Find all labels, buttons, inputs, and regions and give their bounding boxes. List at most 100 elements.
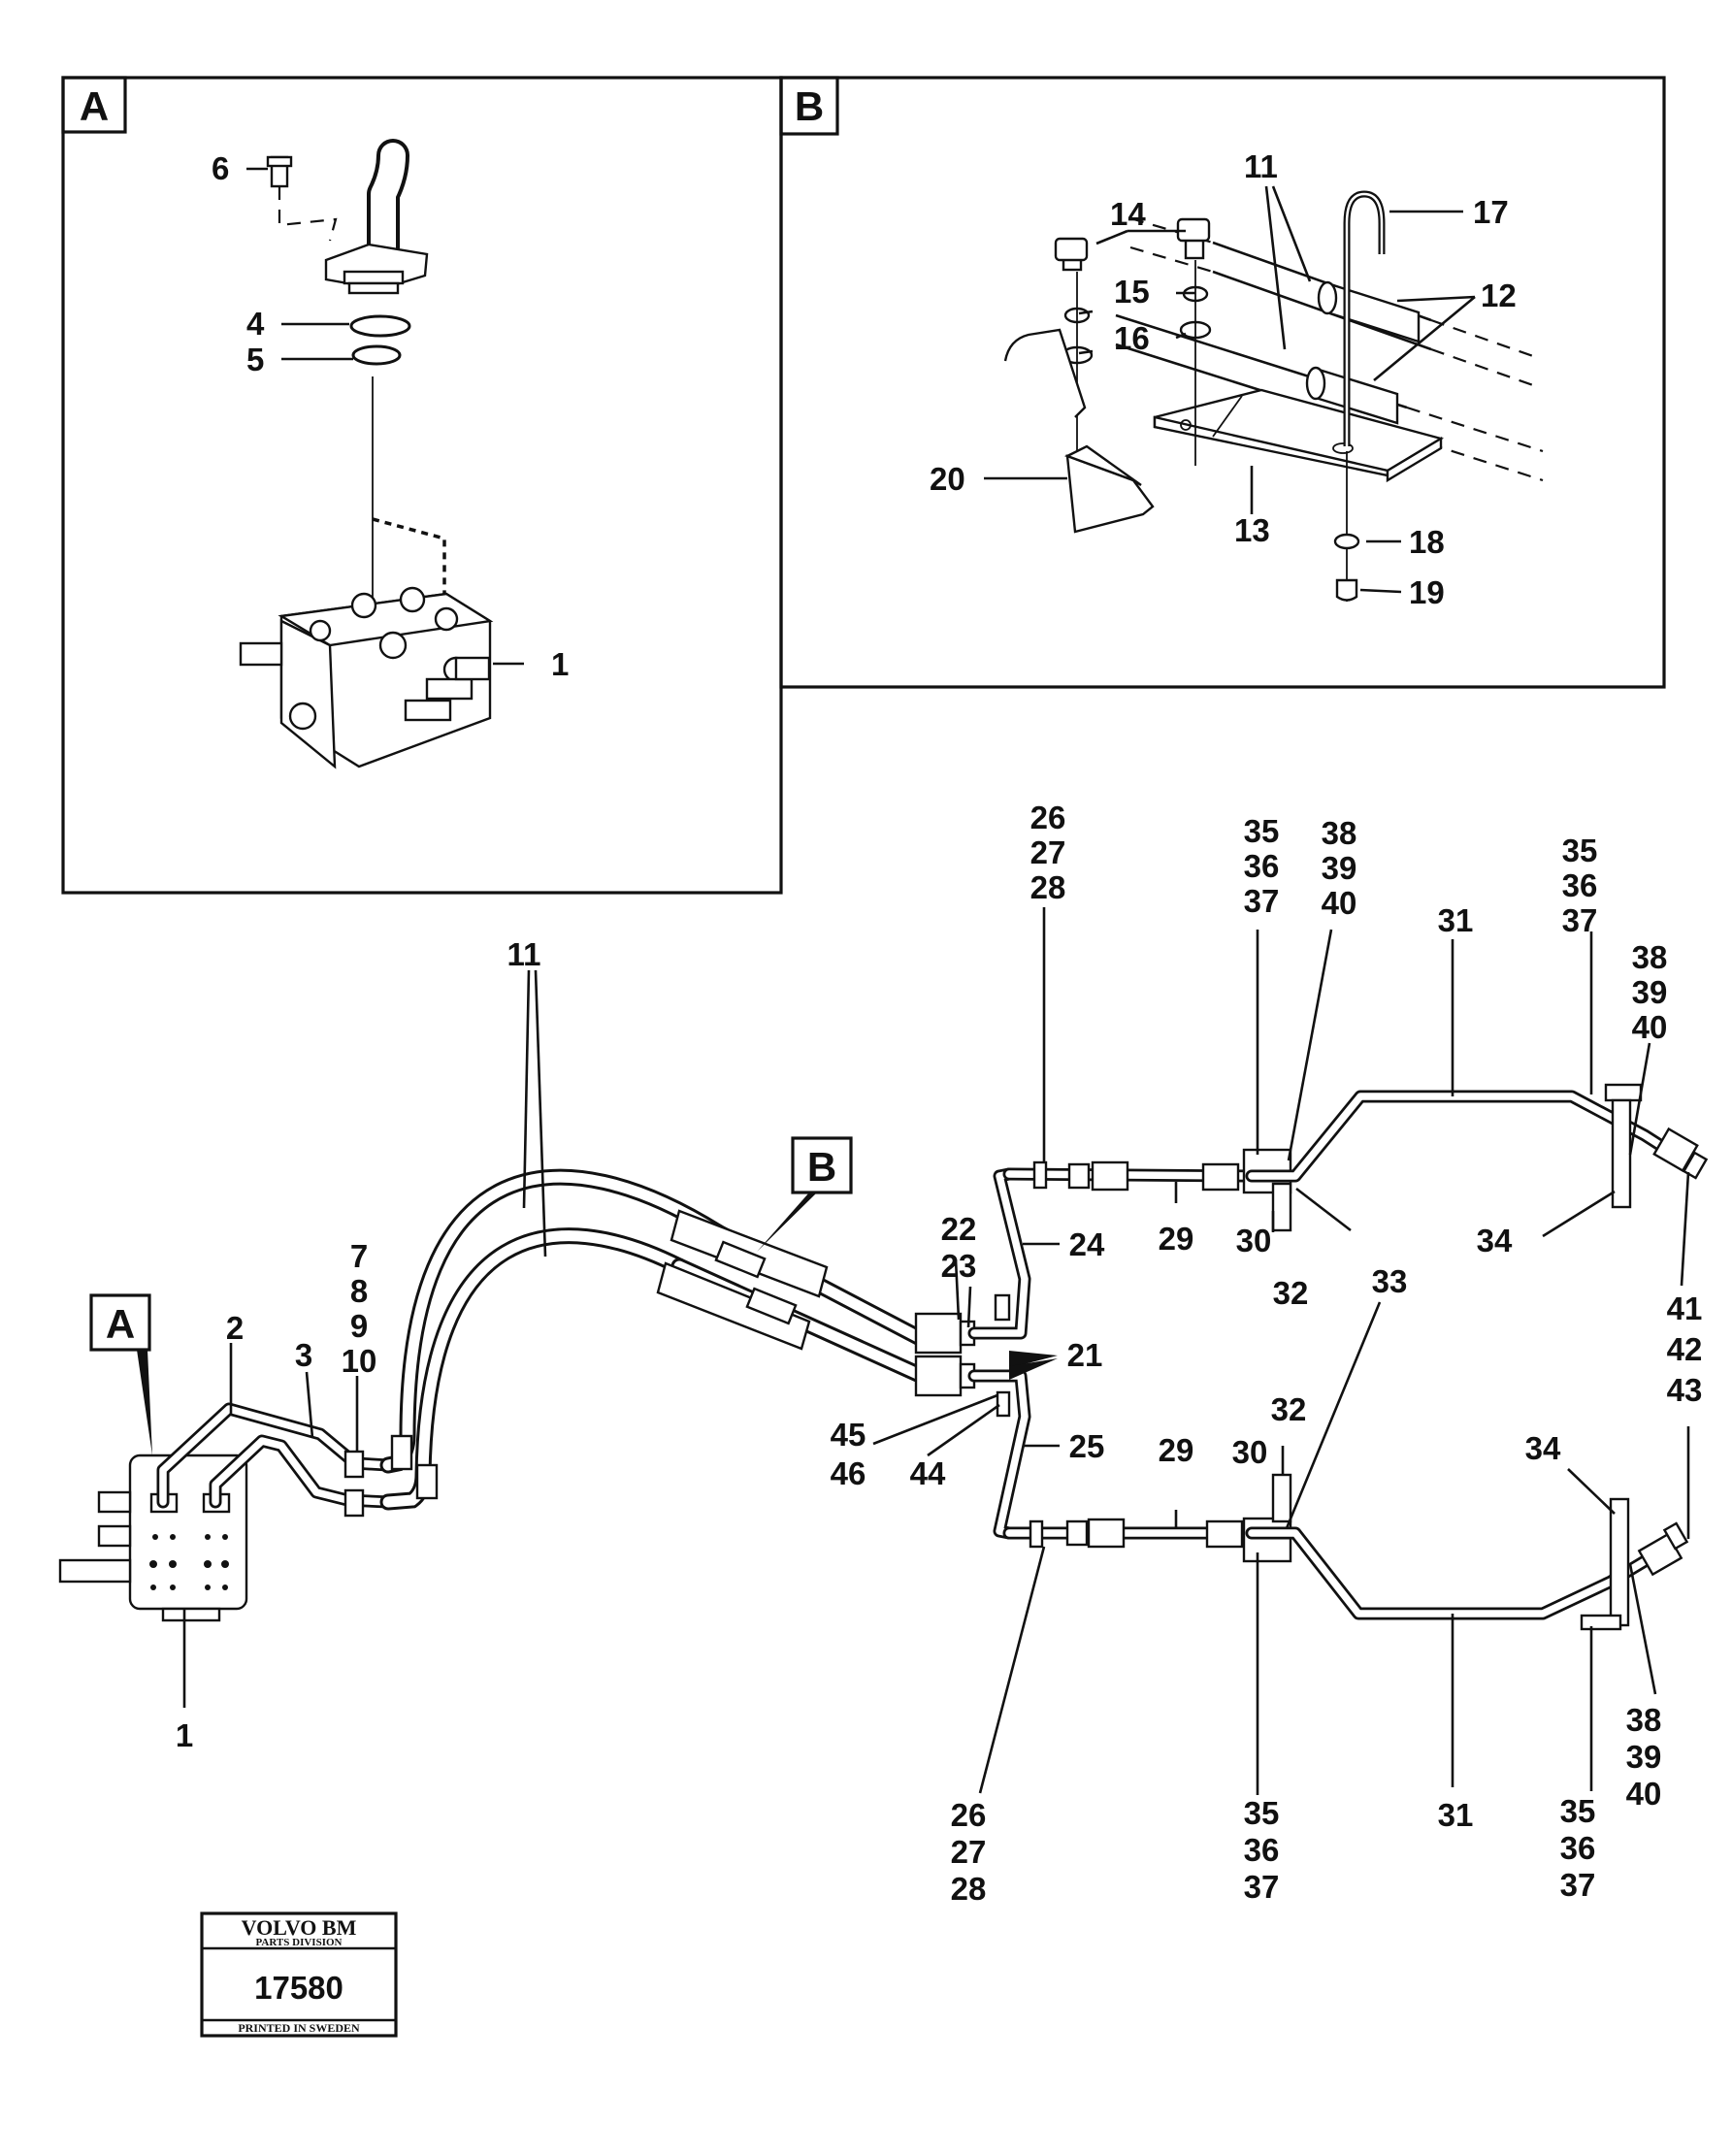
inset-b-frame (779, 76, 1666, 689)
label-37-c: 37 (1244, 1869, 1280, 1905)
label-39-a: 39 (1322, 850, 1357, 886)
label-24: 24 (1069, 1226, 1105, 1262)
label-33: 33 (1372, 1263, 1408, 1299)
label-45: 45 (831, 1417, 866, 1453)
stamp-printed: PRINTED IN SWEDEN (238, 2021, 360, 2035)
sleeve-icon (1305, 280, 1421, 425)
label-14: 14 (1110, 196, 1146, 232)
label-43: 43 (1667, 1372, 1703, 1408)
label-35-c: 35 (1244, 1795, 1280, 1831)
bolt-icon (266, 155, 293, 188)
hose-icon (379, 1168, 931, 1511)
parts-stamp: VOLVO BM PARTS DIVISION 17580 PRINTED IN… (200, 1911, 398, 2038)
bracket-icon (1003, 328, 1155, 534)
coupling-icon (1029, 1160, 1244, 1549)
bolt-icon (1054, 237, 1089, 272)
label-44: 44 (910, 1455, 946, 1491)
inset-b-letter: B (795, 83, 824, 129)
pipe-clamp-icon (1242, 1148, 1292, 1563)
label-35-d: 35 (1560, 1793, 1596, 1829)
o-ring-icon (351, 344, 402, 366)
label-36-a: 36 (1244, 848, 1280, 884)
label-40-a: 40 (1322, 885, 1357, 921)
label-35-a: 35 (1244, 813, 1280, 849)
bracket-plate-icon (1153, 388, 1445, 483)
label-12: 12 (1481, 278, 1517, 313)
label-7: 7 (350, 1238, 368, 1274)
label-10: 10 (342, 1343, 377, 1379)
label-40-c: 40 (1626, 1776, 1662, 1812)
label-15: 15 (1114, 274, 1150, 310)
label-1: 1 (551, 646, 569, 682)
label-21: 21 (1067, 1337, 1103, 1373)
inset-a: A (61, 76, 783, 895)
label-3: 3 (295, 1337, 312, 1373)
pipe-icon (1245, 1090, 1676, 1620)
label-9: 9 (350, 1308, 368, 1344)
label-17: 17 (1473, 194, 1509, 230)
label-27-bottom: 27 (951, 1834, 987, 1870)
callout-b-letter: B (807, 1144, 836, 1190)
nut-icon (1335, 578, 1358, 602)
arrow-21-lower (1009, 1358, 1058, 1380)
label-8: 8 (350, 1273, 368, 1309)
label-37-d: 37 (1560, 1867, 1596, 1903)
pipe-icon (156, 1402, 395, 1518)
label-36-c: 36 (1244, 1832, 1280, 1868)
label-26-top: 26 (1030, 800, 1066, 835)
u-bolt-icon (1343, 190, 1386, 446)
arrow-21-upper (1009, 1351, 1058, 1368)
label-36-b: 36 (1562, 867, 1598, 903)
label-30-top: 30 (1236, 1223, 1272, 1258)
leader-lines (182, 907, 1690, 1795)
label-4: 4 (246, 306, 265, 342)
bolt-icon (1176, 217, 1211, 260)
inset-b: B (779, 76, 1666, 689)
flange-icon (324, 243, 429, 295)
callout-b-box (791, 1136, 853, 1194)
label-29-top: 29 (1159, 1221, 1194, 1257)
label-38-b: 38 (1632, 939, 1668, 975)
label-36-d: 36 (1560, 1830, 1596, 1866)
end-bracket-icon (1580, 1083, 1709, 1631)
label-32-bottom: 32 (1271, 1391, 1307, 1427)
inset-b-letter-box (779, 76, 839, 136)
label-31-top: 31 (1438, 902, 1474, 938)
label-27-top: 27 (1030, 834, 1066, 870)
inset-a-frame (61, 76, 783, 895)
inset-a-letter: A (80, 83, 109, 129)
label-39-c: 39 (1626, 1739, 1662, 1775)
label-22: 22 (941, 1211, 977, 1247)
label-19: 19 (1409, 574, 1445, 610)
callout-a-pointer (137, 1350, 152, 1455)
label-38-a: 38 (1322, 815, 1357, 851)
stamp-brand: VOLVO BM (242, 1915, 357, 1940)
label-42: 42 (1667, 1331, 1703, 1367)
stamp-number: 17580 (254, 1970, 343, 2006)
label-29-bottom: 29 (1159, 1432, 1194, 1468)
callout-b-pointer (757, 1192, 817, 1252)
label-28-top: 28 (1030, 869, 1066, 905)
label-6: 6 (212, 150, 229, 186)
bolt-dashed-guide (278, 186, 338, 242)
label-38-c: 38 (1626, 1702, 1662, 1738)
label-23: 23 (941, 1248, 977, 1284)
label-28-bottom: 28 (951, 1871, 987, 1907)
label-31-bottom: 31 (1438, 1797, 1474, 1833)
main-assembly: A B (58, 800, 1709, 1907)
fitting-block-icon (914, 1293, 1011, 1418)
label-46: 46 (831, 1455, 866, 1491)
label-41: 41 (1667, 1290, 1703, 1326)
label-11-inset: 11 (1244, 148, 1278, 184)
inset-a-letter-box (61, 76, 127, 134)
label-20: 20 (930, 461, 965, 497)
o-ring-icon (349, 314, 411, 338)
washer-icon (1333, 533, 1360, 550)
label-30-bottom: 30 (1232, 1434, 1268, 1470)
label-11-main: 11 (507, 936, 541, 972)
callout-a-box (89, 1293, 151, 1352)
label-35-b: 35 (1562, 833, 1598, 868)
label-1-main: 1 (176, 1717, 193, 1753)
label-25: 25 (1069, 1428, 1105, 1464)
